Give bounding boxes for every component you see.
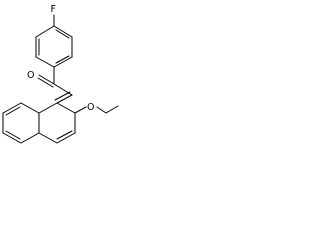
chemical-structure-diagram: F O O [2,4,119,144]
o-ethyl-bond [96,106,107,114]
carbonyl-vinyl-bond [53,83,73,96]
carbonyl-double-bond [37,74,55,88]
bicyclic-ring-system [2,102,76,144]
exocyclic-double-bond [54,91,73,104]
fluorine-label: F [51,4,56,15]
ether-oxygen-label: O [87,102,94,113]
fluorophenyl-ring [35,25,73,68]
c-o-ether-bond [74,106,87,114]
ethyl-bond [105,105,119,114]
carbonyl-oxygen-label: O [27,70,34,81]
